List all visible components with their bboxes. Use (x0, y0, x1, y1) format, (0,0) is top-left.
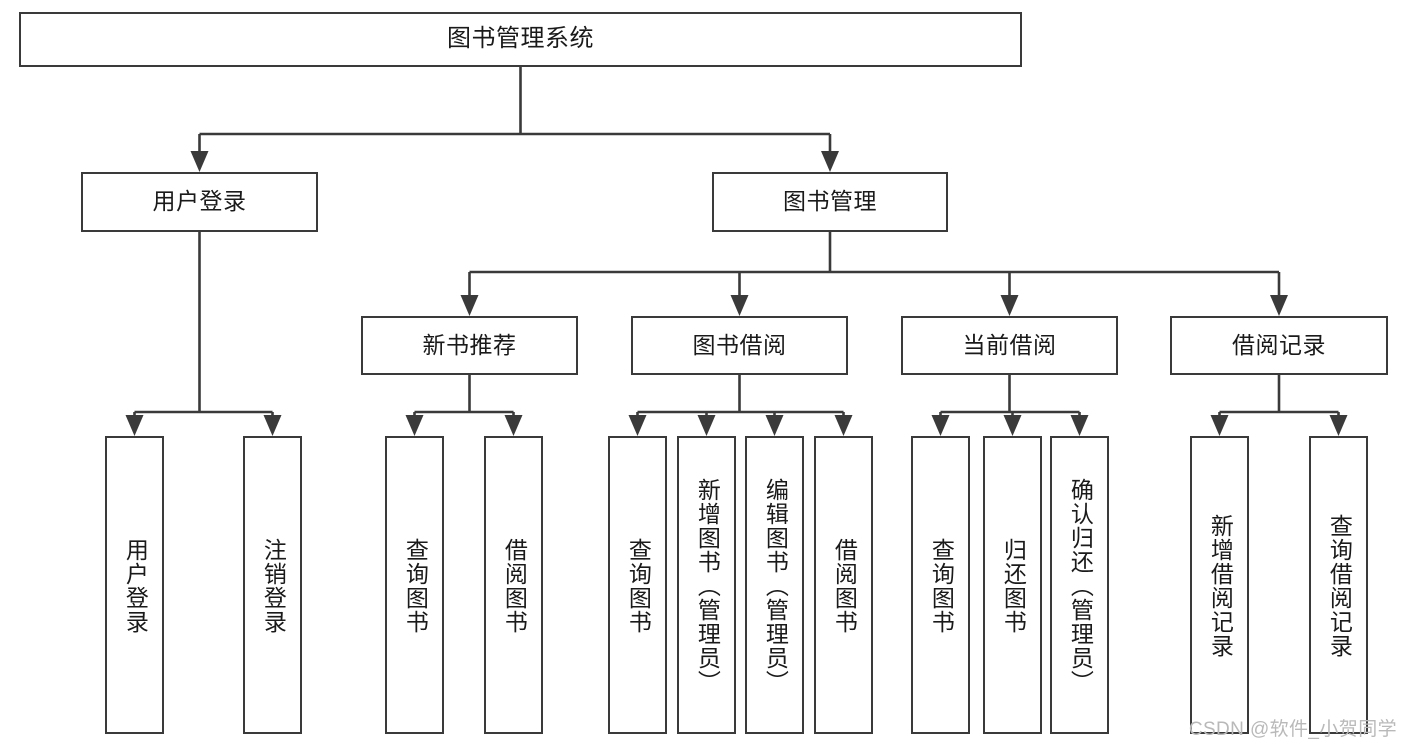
leaf-add-borrow-record[interactable]: 新增借阅记录 (1190, 436, 1249, 734)
leaf-edit-book-admin[interactable]: 编辑图书（管理员） (745, 436, 804, 734)
node-borrowing-records[interactable]: 借阅记录 (1170, 316, 1388, 375)
node-new-book-recommendation[interactable]: 新书推荐 (361, 316, 578, 375)
leaf-borrow-book[interactable]: 借阅图书 (814, 436, 873, 734)
leaf-query-book[interactable]: 查询图书 (608, 436, 667, 734)
node-book-management-system[interactable]: 图书管理系统 (19, 12, 1022, 67)
node-book-management[interactable]: 图书管理 (712, 172, 948, 232)
leaf-query-book-rec[interactable]: 查询图书 (385, 436, 444, 734)
node-user-login[interactable]: 用户登录 (81, 172, 318, 232)
leaf-return-book[interactable]: 归还图书 (983, 436, 1042, 734)
leaf-borrow-book-rec[interactable]: 借阅图书 (484, 436, 543, 734)
leaf-query-borrow-record[interactable]: 查询借阅记录 (1309, 436, 1368, 734)
node-book-borrowing[interactable]: 图书借阅 (631, 316, 848, 375)
node-current-borrowing[interactable]: 当前借阅 (901, 316, 1118, 375)
leaf-logout-login[interactable]: 注销登录 (243, 436, 302, 734)
leaf-add-book-admin[interactable]: 新增图书（管理员） (677, 436, 736, 734)
leaf-confirm-return-admin[interactable]: 确认归还（管理员） (1050, 436, 1109, 734)
csdn-watermark: CSDN @软件_小贺同学 (1188, 719, 1397, 740)
leaf-user-login[interactable]: 用户登录 (105, 436, 164, 734)
leaf-query-book-current[interactable]: 查询图书 (911, 436, 970, 734)
